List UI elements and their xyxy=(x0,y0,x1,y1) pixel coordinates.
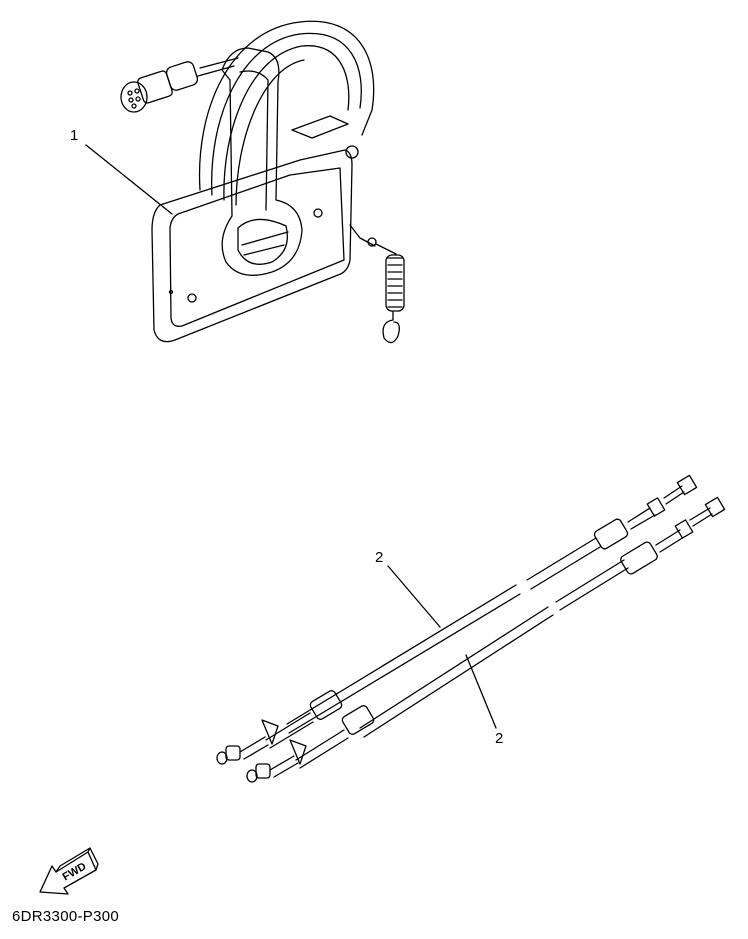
fwd-arrow-icon xyxy=(39,847,99,895)
control-cable-upper xyxy=(216,474,698,765)
remote-control-box xyxy=(120,20,405,344)
wiring-connector xyxy=(120,61,199,113)
leader-line-2b xyxy=(465,654,497,729)
callout-2-lower: 2 xyxy=(495,730,504,747)
emergency-stop-lanyard xyxy=(349,224,405,344)
control-cable-lower xyxy=(246,496,726,783)
leader-line-1 xyxy=(85,144,173,215)
callout-2-upper: 2 xyxy=(375,549,384,566)
drawing-code: 6DR3300-P300 xyxy=(12,908,120,925)
callout-1: 1 xyxy=(70,127,79,144)
leader-line-2a xyxy=(387,565,441,628)
